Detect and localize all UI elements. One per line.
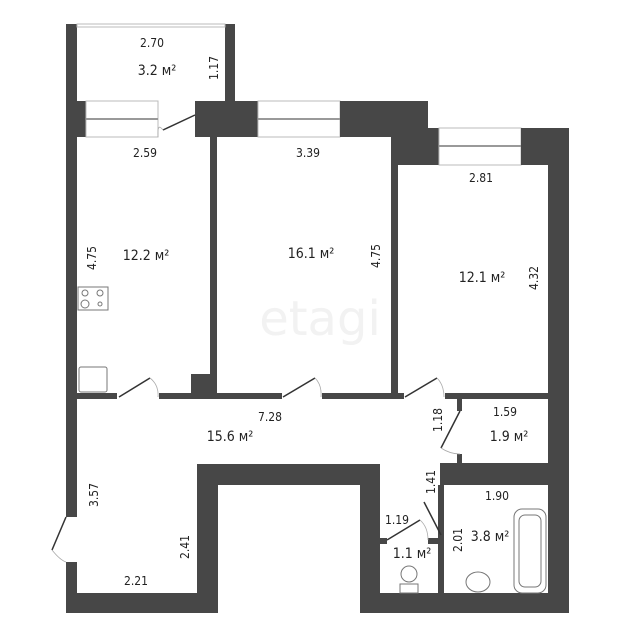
svg-text:3.8 м²: 3.8 м² xyxy=(471,529,510,545)
svg-text:4.75: 4.75 xyxy=(369,244,383,268)
sink-icon xyxy=(78,366,108,393)
svg-text:1.19: 1.19 xyxy=(385,513,409,527)
svg-text:4.75: 4.75 xyxy=(85,246,99,270)
svg-text:1.1 м²: 1.1 м² xyxy=(393,546,432,562)
svg-text:1.41: 1.41 xyxy=(424,470,438,494)
svg-text:15.6 м²: 15.6 м² xyxy=(207,429,254,445)
svg-text:1.9 м²: 1.9 м² xyxy=(490,429,529,445)
stove-icon xyxy=(77,286,109,311)
svg-text:2.41: 2.41 xyxy=(178,535,192,559)
watermark: etagi xyxy=(259,291,381,347)
svg-text:1.90: 1.90 xyxy=(485,489,509,503)
walls xyxy=(66,23,569,613)
svg-text:4.32: 4.32 xyxy=(527,266,541,290)
svg-text:2.01: 2.01 xyxy=(451,528,465,552)
washbasin-icon xyxy=(465,571,491,593)
svg-text:7.28: 7.28 xyxy=(258,410,282,424)
svg-text:3.57: 3.57 xyxy=(87,483,101,507)
doors xyxy=(51,114,461,563)
fixtures xyxy=(77,286,547,594)
bathtub-icon xyxy=(513,508,547,594)
svg-text:3.2 м²: 3.2 м² xyxy=(138,63,177,79)
svg-text:1.59: 1.59 xyxy=(493,405,517,419)
svg-text:2.70: 2.70 xyxy=(140,36,164,50)
svg-text:2.81: 2.81 xyxy=(469,171,493,185)
svg-text:2.59: 2.59 xyxy=(133,146,157,160)
svg-text:16.1 м²: 16.1 м² xyxy=(288,246,335,262)
toilet-icon xyxy=(399,565,419,594)
svg-text:12.1 м²: 12.1 м² xyxy=(459,270,506,286)
labels: 2.70 3.2 м² 1.17 2.59 12.2 м² 4.75 3.39 … xyxy=(85,36,541,588)
svg-text:1.17: 1.17 xyxy=(207,56,221,80)
svg-text:1.18: 1.18 xyxy=(431,408,445,432)
svg-text:2.21: 2.21 xyxy=(124,574,148,588)
svg-text:12.2 м²: 12.2 м² xyxy=(123,248,170,264)
svg-text:3.39: 3.39 xyxy=(296,146,320,160)
